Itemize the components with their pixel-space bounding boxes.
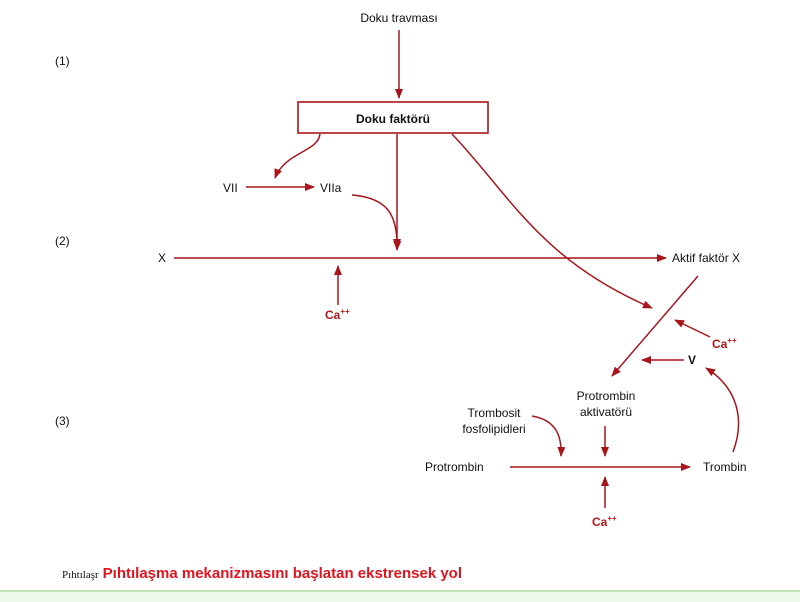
arrow-factor-to-v-step — [451, 133, 653, 309]
calcium-label-1: Ca++ — [325, 307, 350, 322]
platelet-phospholipids-label-2: fosfolipidleri — [462, 422, 525, 436]
prothrombin-activator-label-1: Protrombin — [577, 389, 636, 403]
factor-x-label: X — [158, 251, 166, 265]
calcium-label-2: Ca++ — [712, 336, 737, 351]
arrow-active-x-to-activator — [611, 275, 699, 377]
step-label-2: (2) — [55, 234, 70, 248]
arrow-phospholipids-to-line — [531, 415, 566, 457]
prothrombin-label: Protrombin — [425, 460, 484, 474]
bottom-bar — [0, 590, 800, 602]
platelet-phospholipids-label-1: Trombosit — [468, 406, 522, 420]
arrow-calcium-2 — [674, 319, 711, 338]
tissue-factor-box — [297, 101, 489, 134]
arrow-thrombin-to-v — [705, 367, 740, 453]
factor-viia-label: VIIa — [320, 181, 342, 195]
tissue-trauma-label: Doku travması — [360, 11, 437, 25]
arrow-factor-to-vii — [274, 133, 321, 179]
active-factor-x-label: Aktif faktör X — [672, 251, 740, 265]
tissue-factor-label: Doku faktörü — [356, 112, 430, 126]
arrow-viia-to-x-line — [351, 194, 402, 251]
step-label-1: (1) — [55, 54, 70, 68]
caption-prefix: Pıhtılaşr — [62, 569, 99, 581]
thrombin-label: Trombin — [703, 460, 747, 474]
calcium-label-3: Ca++ — [592, 514, 617, 529]
step-label-3: (3) — [55, 414, 70, 428]
factor-vii-label: VII — [223, 181, 238, 195]
factor-v-label: V — [688, 353, 696, 367]
caption-text: Pıhtılaşma mekanizmasını başlatan ekstre… — [102, 565, 463, 582]
figure-caption: Pıhtılaşr Pıhtılaşma mekanizmasını başla… — [62, 565, 462, 587]
prothrombin-activator-label-2: aktivatörü — [580, 405, 632, 419]
